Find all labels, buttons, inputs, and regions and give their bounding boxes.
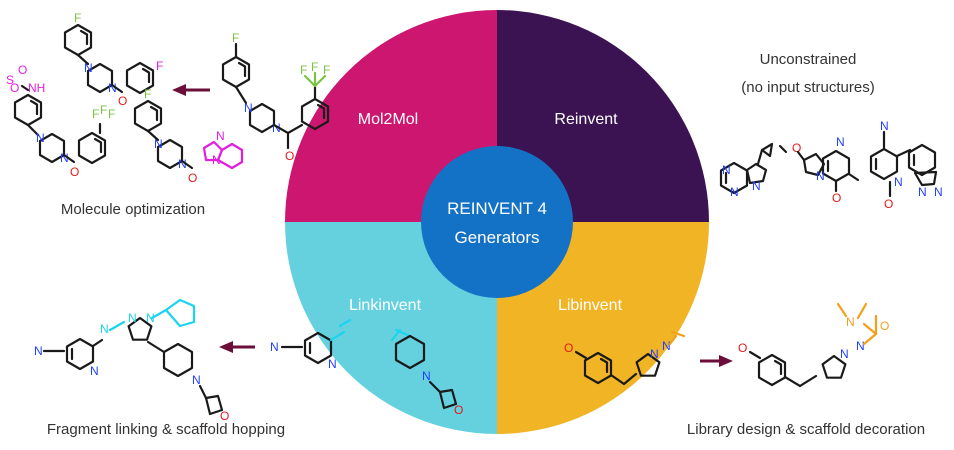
svg-text:O: O bbox=[18, 63, 27, 77]
svg-text:F: F bbox=[311, 60, 318, 74]
molecule-optimization-output-2: S O O NH N N O F F F bbox=[6, 63, 115, 179]
svg-text:O: O bbox=[880, 319, 889, 333]
svg-text:O: O bbox=[884, 197, 893, 211]
svg-text:F: F bbox=[144, 87, 151, 101]
svg-text:N: N bbox=[856, 339, 865, 353]
generator-wheel: Mol2Mol Reinvent Linkinvent Libinvent RE… bbox=[285, 10, 709, 434]
svg-text:N: N bbox=[894, 175, 903, 189]
caption-no-input-structures: (no input structures) bbox=[741, 79, 874, 96]
svg-text:N: N bbox=[730, 185, 739, 199]
svg-text:O: O bbox=[454, 403, 463, 417]
molecule-optimization-output-3: F N N O N N bbox=[133, 87, 244, 185]
arrow-linking bbox=[219, 341, 255, 353]
svg-text:O: O bbox=[188, 171, 197, 185]
svg-text:O: O bbox=[118, 94, 127, 108]
svg-text:N: N bbox=[272, 121, 281, 135]
svg-text:N: N bbox=[836, 135, 845, 149]
svg-text:O: O bbox=[564, 341, 573, 355]
svg-text:N: N bbox=[244, 101, 253, 115]
svg-text:N: N bbox=[650, 347, 659, 361]
svg-text:N: N bbox=[128, 311, 137, 325]
molecule-linking-input-2: N O bbox=[390, 328, 463, 417]
center-title: REINVENT 4 bbox=[447, 199, 547, 218]
svg-text:F: F bbox=[92, 107, 99, 121]
molecule-unconstrained-3: N N O N N bbox=[869, 119, 943, 211]
svg-text:N: N bbox=[154, 137, 163, 151]
svg-text:N: N bbox=[816, 169, 825, 183]
svg-text:N: N bbox=[100, 322, 109, 336]
svg-text:F: F bbox=[156, 59, 163, 73]
svg-text:N: N bbox=[146, 311, 155, 325]
arrow-library bbox=[700, 355, 733, 367]
svg-text:N: N bbox=[752, 179, 761, 193]
svg-text:F: F bbox=[300, 63, 307, 77]
svg-text:N: N bbox=[328, 357, 337, 371]
quadrant-label-linkinvent: Linkinvent bbox=[349, 297, 422, 314]
svg-text:F: F bbox=[100, 103, 107, 117]
molecule-linking-input-1: N N bbox=[270, 318, 352, 371]
svg-text:N: N bbox=[934, 185, 943, 199]
svg-text:S: S bbox=[6, 73, 14, 87]
svg-text:N: N bbox=[270, 340, 279, 354]
svg-text:O: O bbox=[220, 409, 229, 423]
svg-text:N: N bbox=[108, 81, 117, 95]
svg-text:N: N bbox=[178, 157, 187, 171]
quadrant-label-mol2mol: Mol2Mol bbox=[358, 111, 418, 128]
svg-text:O: O bbox=[10, 81, 19, 95]
center-subtitle: Generators bbox=[454, 228, 539, 247]
molecule-unconstrained-2: O N N O bbox=[778, 135, 860, 205]
svg-text:F: F bbox=[323, 63, 330, 77]
svg-text:NH: NH bbox=[28, 81, 45, 95]
svg-text:N: N bbox=[212, 153, 221, 167]
quadrant-label-libinvent: Libinvent bbox=[558, 297, 623, 314]
svg-text:N: N bbox=[846, 315, 855, 329]
svg-text:N: N bbox=[880, 119, 889, 133]
molecule-library-result: O N N O N bbox=[738, 302, 889, 388]
svg-text:N: N bbox=[192, 373, 201, 387]
arrow-optimization bbox=[172, 84, 210, 96]
svg-text:O: O bbox=[832, 191, 841, 205]
svg-text:N: N bbox=[918, 185, 927, 199]
svg-text:F: F bbox=[108, 107, 115, 121]
svg-text:O: O bbox=[738, 341, 747, 355]
svg-text:O: O bbox=[792, 141, 801, 155]
svg-text:N: N bbox=[422, 369, 431, 383]
molecule-linking-result: N N N N N N O bbox=[34, 298, 229, 423]
quadrant-label-reinvent: Reinvent bbox=[554, 111, 618, 128]
caption-fragment-linking: Fragment linking & scaffold hopping bbox=[47, 421, 285, 438]
svg-text:N: N bbox=[722, 163, 731, 177]
svg-text:N: N bbox=[662, 339, 671, 353]
svg-text:F: F bbox=[232, 31, 239, 45]
caption-unconstrained: Unconstrained bbox=[760, 51, 857, 68]
svg-text:N: N bbox=[34, 344, 43, 358]
molecule-unconstrained-1: N N N bbox=[719, 142, 774, 199]
svg-text:N: N bbox=[216, 129, 225, 143]
svg-text:N: N bbox=[84, 61, 93, 75]
caption-molecule-optimization: Molecule optimization bbox=[61, 201, 205, 218]
svg-text:N: N bbox=[36, 131, 45, 145]
svg-text:F: F bbox=[74, 11, 81, 25]
molecule-optimization-input: F N N O F F F bbox=[221, 31, 330, 163]
svg-text:N: N bbox=[840, 347, 849, 361]
svg-text:N: N bbox=[60, 151, 69, 165]
svg-text:O: O bbox=[70, 165, 79, 179]
molecule-library-input: O N N bbox=[564, 330, 686, 386]
molecule-optimization-output-1: F N N O F bbox=[63, 11, 163, 108]
svg-text:O: O bbox=[285, 149, 294, 163]
center-circle[interactable] bbox=[421, 146, 573, 298]
caption-library-design: Library design & scaffold decoration bbox=[687, 421, 925, 438]
svg-text:N: N bbox=[90, 364, 99, 378]
